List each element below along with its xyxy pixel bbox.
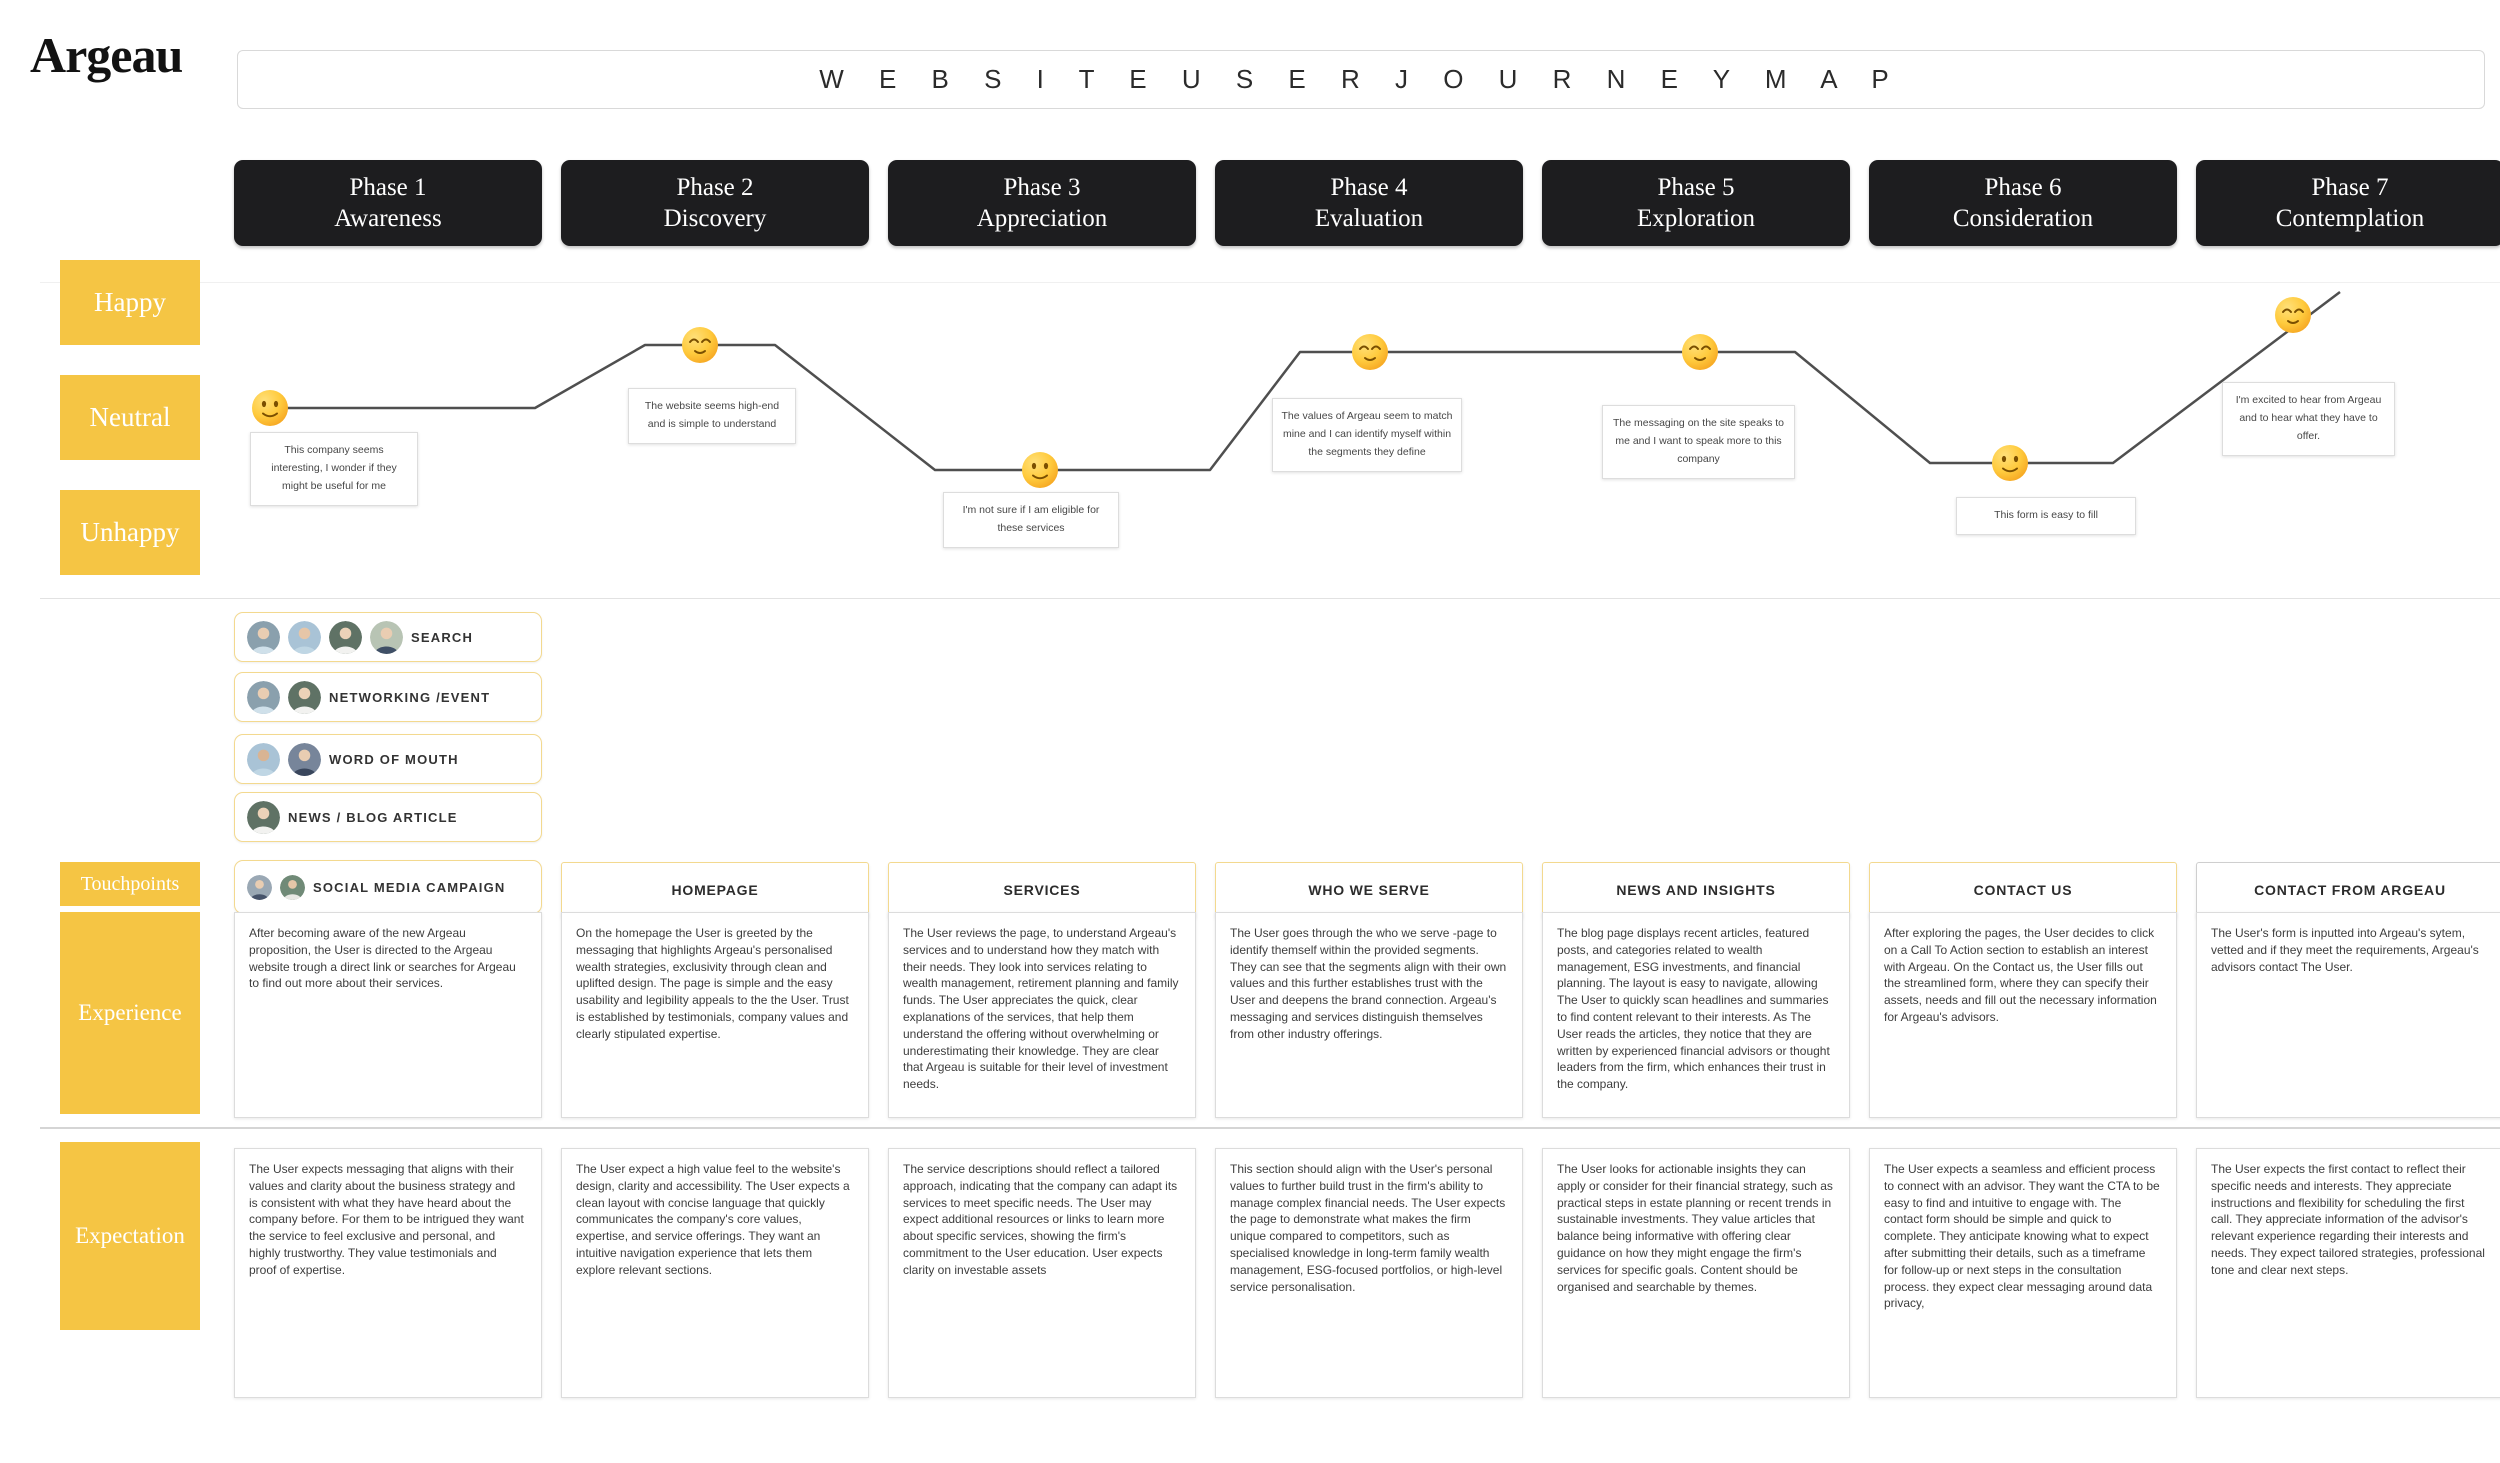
touchpoint-chip-label: SOCIAL MEDIA CAMPAIGN	[313, 879, 506, 895]
expectation-cell-6: The User expects a seamless and efficien…	[1869, 1148, 2177, 1398]
emotion-polyline	[270, 291, 2341, 472]
row-label-expectation: Expectation	[60, 1142, 200, 1330]
touchpoint-homepage: HOMEPAGE	[561, 862, 869, 918]
touchpoint-services: SERVICES	[888, 862, 1196, 918]
touchpoint-chip-word-of-mouth: WORD OF MOUTH	[234, 734, 542, 784]
touchpoint-label: NEWS AND INSIGHTS	[1616, 882, 1776, 898]
relieved-face-icon	[2274, 296, 2312, 334]
emotion-comment-1: This company seems interesting, I wonder…	[250, 432, 418, 506]
slightly-smiling-face-icon	[251, 389, 289, 427]
touchpoint-who-we-serve: WHO WE SERVE	[1215, 862, 1523, 918]
phase-number: Phase 3	[1003, 173, 1081, 201]
divider-experience-expectation	[40, 1127, 2500, 1129]
axis-label-unhappy: Unhappy	[60, 490, 200, 575]
touchpoint-news-and-insights: NEWS AND INSIGHTS	[1542, 862, 1850, 918]
touchpoint-chip-label: NETWORKING /EVENT	[329, 689, 491, 705]
touchpoint-label: SERVICES	[1003, 882, 1081, 898]
phase-name: Evaluation	[1314, 204, 1424, 232]
phase-name: Awareness	[334, 204, 442, 232]
relieved-face-icon	[1351, 333, 1389, 371]
emotion-comment-3: I'm not sure if I am eligible for these …	[943, 492, 1119, 548]
emotion-comment-5: The messaging on the site speaks to me a…	[1602, 405, 1795, 479]
phase-number: Phase 6	[1984, 173, 2062, 201]
phase-number: Phase 2	[676, 173, 754, 201]
phase-name: Contemplation	[2275, 204, 2425, 232]
experience-cell-2: On the homepage the User is greeted by t…	[561, 912, 869, 1118]
axis-label-neutral: Neutral	[60, 375, 200, 460]
touchpoint-contact-from-argeau: CONTACT FROM ARGEAU	[2196, 862, 2500, 918]
touchpoint-chip-label: SEARCH	[411, 629, 474, 645]
phase-number: Phase 1	[349, 173, 427, 201]
relieved-face-icon	[681, 326, 719, 364]
avatar	[280, 874, 305, 900]
divider-chart-bottom	[40, 598, 2500, 599]
phase-header-3: Phase 3 Appreciation	[888, 160, 1196, 246]
row-label-touchpoints: Touchpoints	[60, 862, 200, 906]
avatar	[247, 742, 280, 776]
touchpoint-chip-label: NEWS / BLOG ARTICLE	[288, 809, 458, 825]
touchpoint-chip-news-blog: NEWS / BLOG ARTICLE	[234, 792, 542, 842]
avatar	[247, 680, 280, 714]
phase-name: Exploration	[1636, 204, 1756, 232]
avatar	[288, 742, 321, 776]
expectation-cell-7: The User expects the first contact to re…	[2196, 1148, 2500, 1398]
emotion-comment-6: This form is easy to fill	[1956, 497, 2136, 535]
phase-header-5: Phase 5 Exploration	[1542, 160, 1850, 246]
phase-number: Phase 5	[1657, 173, 1735, 201]
touchpoint-contact-us: CONTACT US	[1869, 862, 2177, 918]
emotion-curve	[270, 291, 2341, 472]
phase-name: Consideration	[1952, 204, 2094, 232]
touchpoint-chip-social-media: SOCIAL MEDIA CAMPAIGN	[234, 860, 542, 914]
divider-chart-top	[40, 282, 2500, 283]
expectation-cell-2: The User expect a high value feel to the…	[561, 1148, 869, 1398]
experience-cell-3: The User reviews the page, to understand…	[888, 912, 1196, 1118]
relieved-face-icon	[1681, 333, 1719, 371]
experience-cell-1: After becoming aware of the new Argeau p…	[234, 912, 542, 1118]
avatar	[329, 620, 362, 654]
page-title-box: W E B S I T E U S E R J O U R N E Y M A …	[237, 50, 2485, 109]
experience-cell-6: After exploring the pages, the User deci…	[1869, 912, 2177, 1118]
emotion-comment-7: I'm excited to hear from Argeau and to h…	[2222, 382, 2395, 456]
page-title: W E B S I T E U S E R J O U R N E Y M A …	[819, 64, 1903, 94]
touchpoint-chip-label: WORD OF MOUTH	[329, 751, 459, 767]
brand-logo: Argeau	[30, 27, 183, 83]
expectation-cell-1: The User expects messaging that aligns w…	[234, 1148, 542, 1398]
avatar	[247, 800, 280, 834]
emotion-comment-4: The values of Argeau seem to match mine …	[1272, 398, 1462, 472]
phase-number: Phase 4	[1330, 173, 1408, 201]
touchpoint-chip-networking: NETWORKING /EVENT	[234, 672, 542, 722]
touchpoint-label: CONTACT FROM ARGEAU	[2254, 882, 2446, 898]
expectation-cell-4: This section should align with the User'…	[1215, 1148, 1523, 1398]
emotion-comment-2: The website seems high-end and is simple…	[628, 388, 796, 444]
phase-header-1: Phase 1 Awareness	[234, 160, 542, 246]
phase-header-6: Phase 6 Consideration	[1869, 160, 2177, 246]
row-label-experience: Experience	[60, 912, 200, 1114]
experience-cell-4: The User goes through the who we serve -…	[1215, 912, 1523, 1118]
touchpoint-chip-search: SEARCH	[234, 612, 542, 662]
axis-label-happy: Happy	[60, 260, 200, 345]
phase-name: Discovery	[663, 204, 767, 232]
slightly-smiling-face-icon	[1021, 451, 1059, 489]
touchpoint-label: WHO WE SERVE	[1308, 882, 1430, 898]
phase-header-4: Phase 4 Evaluation	[1215, 160, 1523, 246]
phase-name: Appreciation	[976, 204, 1108, 232]
avatar	[247, 874, 272, 900]
avatar	[288, 680, 321, 714]
expectation-cell-5: The User looks for actionable insights t…	[1542, 1148, 1850, 1398]
experience-cell-7: The User's form is inputted into Argeau'…	[2196, 912, 2500, 1118]
avatar	[370, 620, 403, 654]
expectation-cell-3: The service descriptions should reflect …	[888, 1148, 1196, 1398]
touchpoint-label: CONTACT US	[1973, 882, 2073, 898]
phase-number: Phase 7	[2311, 173, 2389, 201]
phase-header-7: Phase 7 Contemplation	[2196, 160, 2500, 246]
phase-header-2: Phase 2 Discovery	[561, 160, 869, 246]
experience-cell-5: The blog page displays recent articles, …	[1542, 912, 1850, 1118]
slightly-smiling-face-icon	[1991, 444, 2029, 482]
avatar	[247, 620, 280, 654]
touchpoint-label: HOMEPAGE	[671, 882, 759, 898]
avatar	[288, 620, 321, 654]
